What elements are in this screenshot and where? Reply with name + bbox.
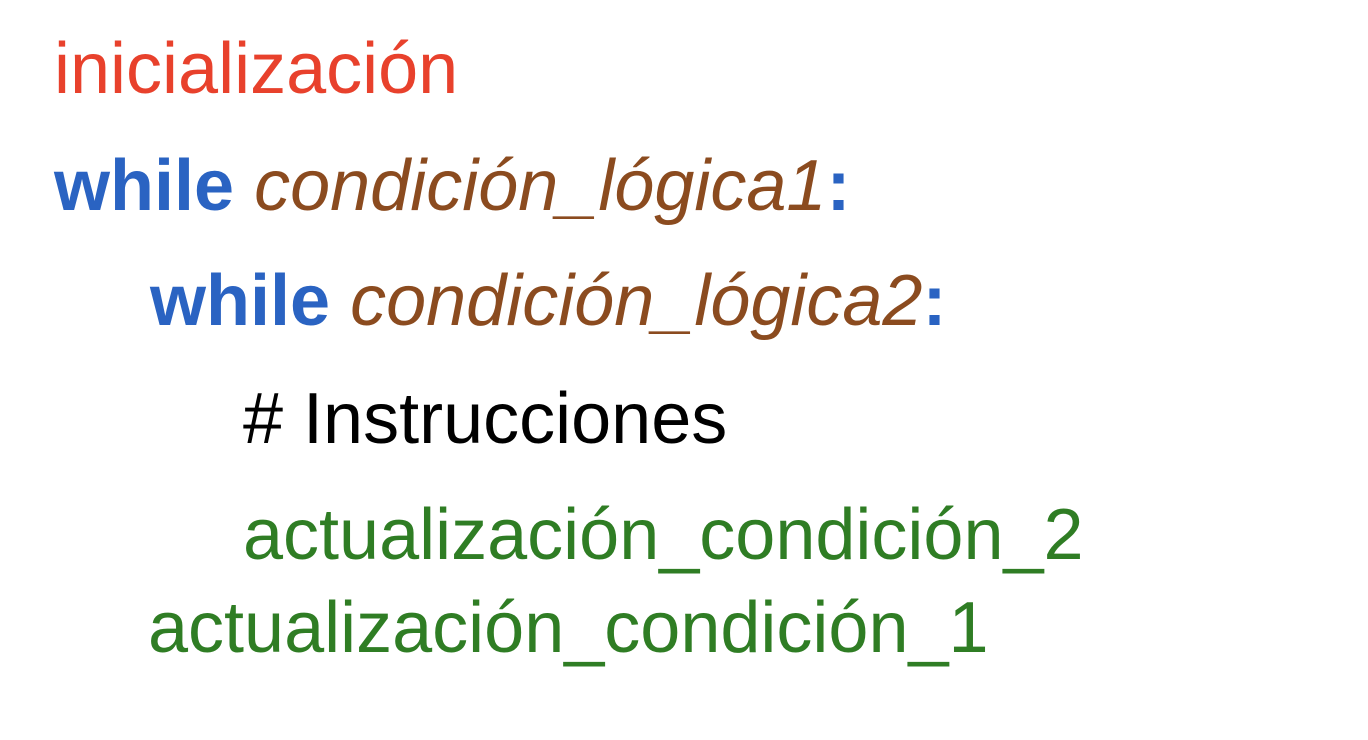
instructions-comment: # Instrucciones	[243, 379, 728, 459]
initialization-line: inicialización	[54, 33, 458, 105]
outer-loop-colon: :	[826, 146, 851, 226]
inner-loop-condition: condición_lógica2	[350, 261, 923, 341]
inner-while-line: while condición_lógica2:	[150, 265, 946, 337]
outer-condition-update: actualización_condición_1	[148, 588, 989, 668]
initialization-text: inicialización	[54, 29, 459, 109]
outer-while-line: while condición_lógica1:	[54, 150, 850, 222]
comment-line: # Instrucciones	[243, 383, 727, 455]
inner-condition-update: actualización_condición_2	[243, 495, 1084, 575]
outer-while-keyword: while	[54, 146, 235, 226]
inner-loop-colon: :	[922, 261, 947, 341]
inner-update-line: actualización_condición_2	[243, 499, 1084, 571]
outer-loop-condition: condición_lógica1	[254, 146, 827, 226]
inner-while-keyword: while	[150, 261, 331, 341]
outer-update-line: actualización_condición_1	[148, 592, 989, 664]
